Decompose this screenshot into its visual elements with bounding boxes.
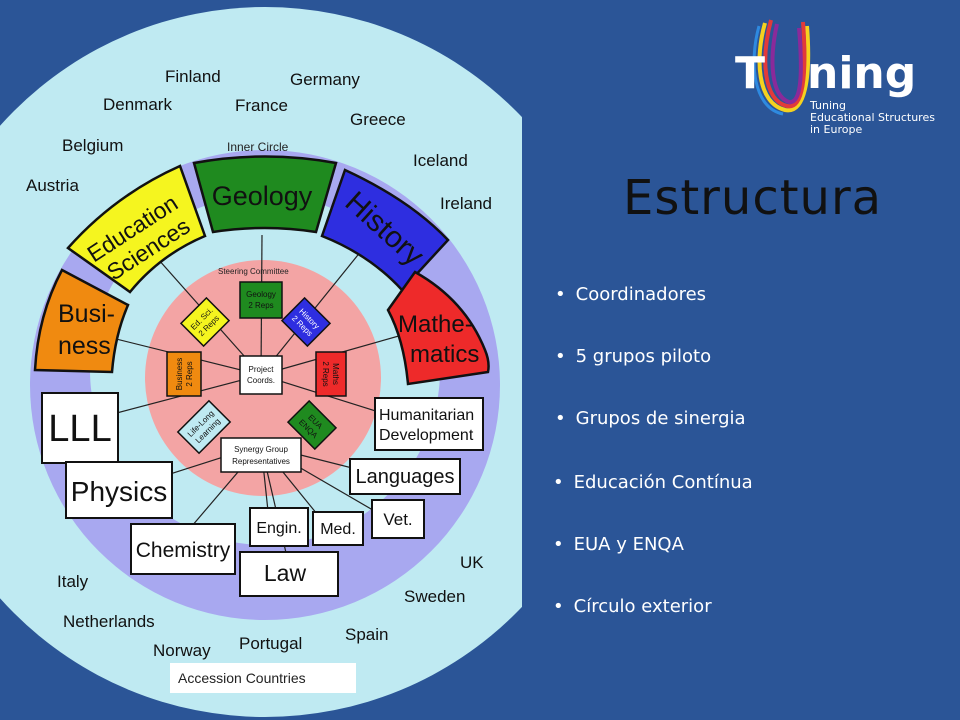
country-spain: Spain xyxy=(345,625,388,644)
steering-lifelong-box xyxy=(176,399,232,455)
svg-text:Project: Project xyxy=(249,365,275,374)
svg-text:Humanitarian: Humanitarian xyxy=(379,407,474,424)
country-netherlands: Netherlands xyxy=(63,612,155,631)
tuning-u-swoosh-icon xyxy=(752,19,811,116)
med-box xyxy=(312,511,364,546)
inner-circle-label: Inner Circle xyxy=(227,140,289,154)
bullet-circulo-exterior: Círculo exterior xyxy=(553,596,712,617)
country-italy: Italy xyxy=(57,572,89,591)
svg-text:Busi-: Busi- xyxy=(58,300,115,328)
law-label: Law xyxy=(264,560,307,586)
tuning-structure-diagram: Finland Germany Denmark France Greece Be… xyxy=(0,7,522,717)
tuning-logo: T ning Tuning Educational Structures in … xyxy=(725,18,945,148)
accession-countries-label: Accession Countries xyxy=(170,663,356,693)
steering-business-label: Business 2 Reps xyxy=(175,358,194,390)
steering-geology-label: Geology 2 Reps xyxy=(246,290,276,310)
svg-text:Geology: Geology xyxy=(246,290,276,299)
med-label: Med. xyxy=(320,521,356,538)
physics-box xyxy=(65,461,173,519)
geology-group xyxy=(192,155,338,234)
law-box xyxy=(239,551,339,597)
steering-maths-label: Maths 2 Reps xyxy=(321,361,340,386)
vet-label: Vet. xyxy=(383,510,412,529)
svg-text:Maths: Maths xyxy=(331,363,340,385)
education-sciences-group xyxy=(66,164,207,294)
svg-text:2 Reps: 2 Reps xyxy=(185,361,194,386)
svg-text:matics: matics xyxy=(410,341,479,368)
languages-label: Languages xyxy=(356,466,455,488)
engin-label: Engin. xyxy=(256,520,301,537)
lll-label: LLL xyxy=(48,408,111,450)
country-ireland: Ireland xyxy=(440,194,492,213)
business-group xyxy=(33,268,130,374)
bullet-coordinadores: Coordinadores xyxy=(555,284,706,305)
steering-edsci-box xyxy=(179,296,231,348)
country-sweden: Sweden xyxy=(404,587,465,606)
svg-text:2 Reps: 2 Reps xyxy=(321,361,330,386)
svg-text:ness: ness xyxy=(58,332,111,360)
steering-synergy-box xyxy=(220,437,302,473)
geology-label: Geology xyxy=(212,181,313,211)
svg-text:Development: Development xyxy=(379,427,474,444)
svg-text:2 Reps: 2 Reps xyxy=(248,301,273,310)
mathematics-group xyxy=(386,270,490,386)
business-label: Busi- ness xyxy=(58,300,115,360)
country-belgium: Belgium xyxy=(62,136,123,155)
steering-eua-box xyxy=(286,399,338,451)
country-portugal: Portugal xyxy=(239,634,302,653)
country-norway: Norway xyxy=(153,641,211,660)
vet-box xyxy=(371,499,425,539)
country-uk: UK xyxy=(460,553,484,572)
chemistry-box xyxy=(130,523,236,575)
svg-text:Coords.: Coords. xyxy=(247,376,275,385)
right-panel: T ning Tuning Educational Structures in … xyxy=(525,0,960,720)
bullet-grupos-sinergia: Grupos de sinergia xyxy=(555,408,746,429)
country-france: France xyxy=(235,96,288,115)
history-group xyxy=(320,168,450,292)
steering-business-box xyxy=(166,351,202,397)
outer-country-labels: Finland Germany Denmark France Greece Be… xyxy=(26,67,492,660)
logo-word-ning: ning xyxy=(807,48,917,99)
country-denmark: Denmark xyxy=(103,95,172,114)
steering-synergy-label: Synergy Group Representatives xyxy=(232,445,290,466)
mathematics-label: Mathe- matics xyxy=(398,311,479,368)
steering-maths-box xyxy=(315,351,347,397)
country-austria: Austria xyxy=(26,176,79,195)
steering-project-label: Project Coords. xyxy=(247,365,275,385)
svg-text:Business: Business xyxy=(175,358,184,390)
slide-title: Estructura xyxy=(623,170,883,226)
steering-history-box xyxy=(280,296,332,348)
chemistry-label: Chemistry xyxy=(136,539,231,562)
svg-text:Synergy Group: Synergy Group xyxy=(234,445,288,454)
country-iceland: Iceland xyxy=(413,151,468,170)
country-greece: Greece xyxy=(350,110,406,129)
bullet-educacion-continua: Educación Contínua xyxy=(553,472,753,493)
humanitarian-label: Humanitarian Development xyxy=(379,407,474,444)
country-finland: Finland xyxy=(165,67,221,86)
languages-box xyxy=(349,458,461,495)
logo-letter-t: T xyxy=(735,48,766,99)
bullet-eua-enqa: EUA y ENQA xyxy=(553,534,684,555)
steering-committee-label: Steering Committee xyxy=(218,267,289,276)
svg-text:Mathe-: Mathe- xyxy=(398,311,473,338)
steering-geology-box xyxy=(239,281,283,319)
logo-subtitle: Tuning Educational Structures in Europe xyxy=(810,99,935,136)
bullet-grupos-piloto: 5 grupos piloto xyxy=(555,346,711,367)
svg-text:Representatives: Representatives xyxy=(232,457,290,466)
physics-label: Physics xyxy=(71,476,167,507)
engin-box xyxy=(249,507,309,547)
country-germany: Germany xyxy=(290,70,360,89)
steering-project-box xyxy=(239,355,283,395)
humanitarian-box xyxy=(374,397,484,451)
